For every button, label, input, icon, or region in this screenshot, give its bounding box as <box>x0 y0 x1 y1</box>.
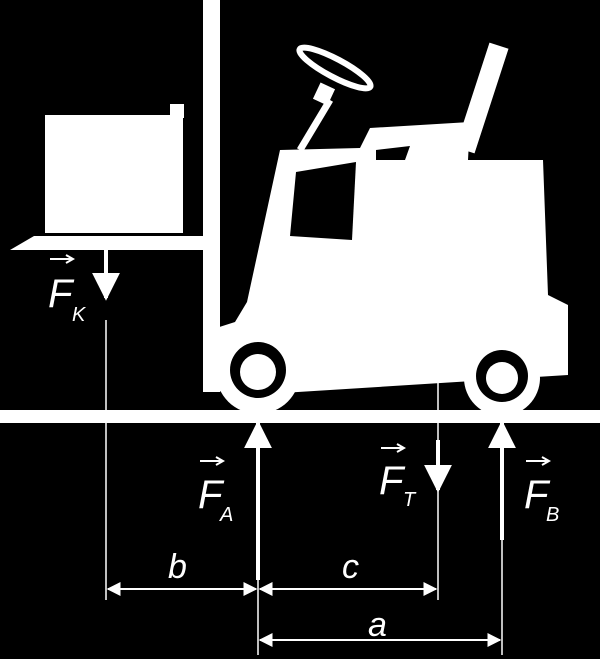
steering-hub <box>312 82 336 106</box>
force-t-subscript: T <box>403 489 417 511</box>
force-k-symbol: F <box>48 272 75 316</box>
force-a-symbol: F <box>198 473 225 517</box>
label-force-t: F T <box>379 443 417 511</box>
dimension-b-label: b <box>168 548 187 586</box>
load-box-cap <box>170 104 184 118</box>
seat-gap <box>376 146 410 160</box>
rear-wheel-inner <box>486 362 518 394</box>
dimension-c-label: c <box>342 548 359 586</box>
mast <box>203 0 220 392</box>
fork <box>10 236 205 250</box>
force-a-subscript: A <box>219 504 233 526</box>
seat-back <box>455 42 509 154</box>
force-t-symbol: F <box>379 459 406 503</box>
forklift-silhouette <box>10 0 568 416</box>
force-b-symbol: F <box>524 473 551 517</box>
front-wheel-inner <box>240 354 276 390</box>
force-b-subscript: B <box>546 504 559 526</box>
window-opening <box>290 162 356 240</box>
ground-line <box>0 410 600 423</box>
label-force-b: F B <box>524 456 559 526</box>
force-k-subscript: K <box>72 304 87 326</box>
label-force-a: F A <box>198 456 233 526</box>
dimension-lines <box>106 582 502 647</box>
steering-wheel <box>296 44 374 92</box>
dimension-a-label: a <box>368 606 387 644</box>
steering-column <box>296 98 334 152</box>
force-arrows <box>92 250 516 655</box>
load-box <box>45 115 183 233</box>
label-force-k: F K <box>48 254 87 326</box>
